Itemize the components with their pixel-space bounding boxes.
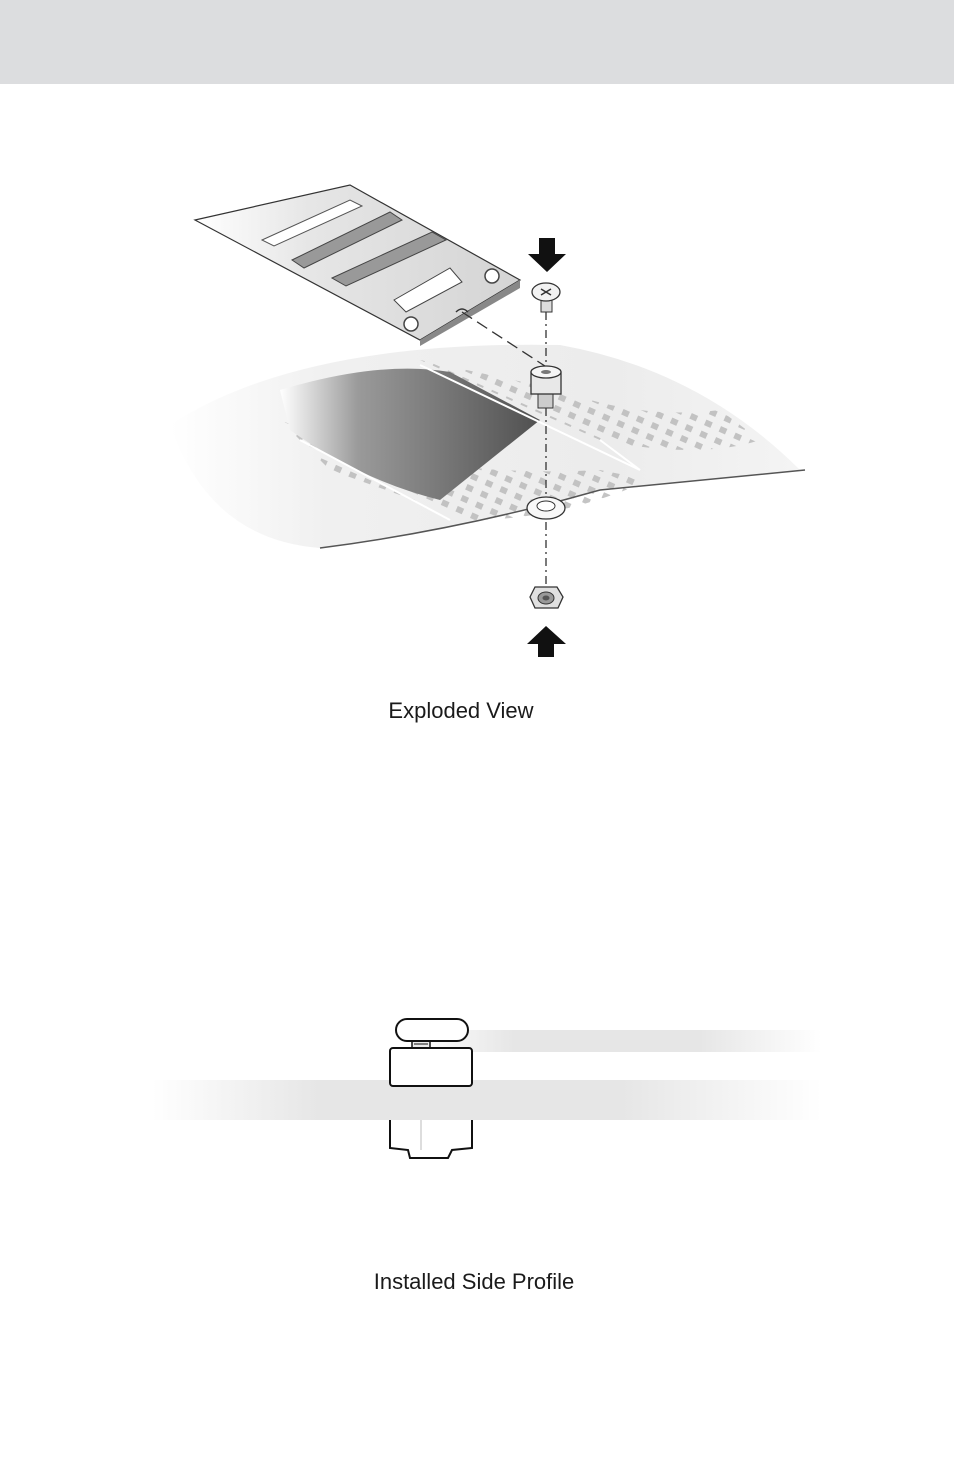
m2-card-layer <box>412 1030 822 1052</box>
motherboard-layer <box>152 1080 822 1120</box>
nut <box>530 587 563 608</box>
side-profile-caption: Installed Side Profile <box>0 1269 951 1295</box>
up-arrow-icon <box>527 626 566 657</box>
exploded-view-diagram <box>0 84 954 684</box>
nut <box>390 1120 472 1158</box>
header-bar <box>0 0 954 84</box>
standoff <box>390 1048 472 1086</box>
m2-card <box>195 185 520 346</box>
washer <box>527 497 565 519</box>
motherboard <box>170 345 805 548</box>
down-arrow-icon <box>528 238 566 272</box>
exploded-view-caption: Exploded View <box>0 698 938 724</box>
screw <box>532 283 560 312</box>
side-profile-diagram <box>0 1000 954 1190</box>
